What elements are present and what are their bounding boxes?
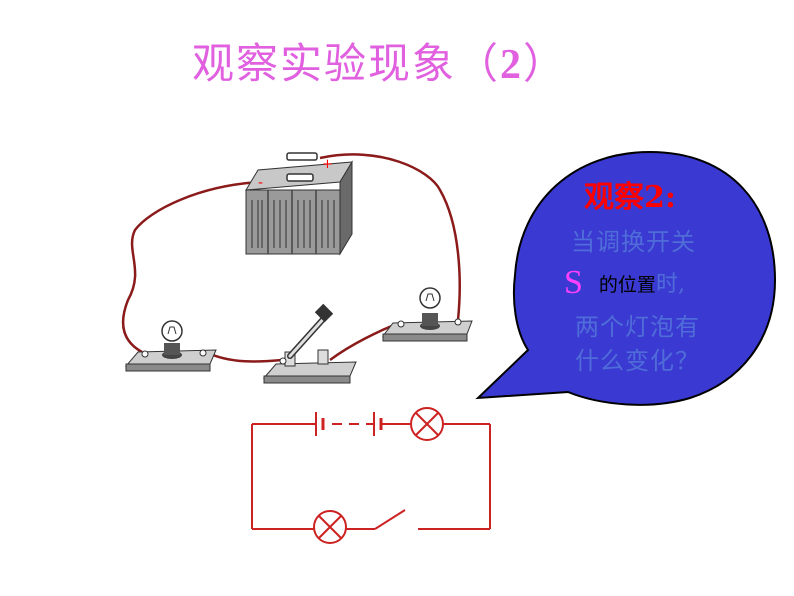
title-text: 观察实验现象（ <box>192 39 501 88</box>
left-lamp <box>124 320 217 372</box>
battery-minus-label: - <box>258 175 263 191</box>
bubble-shape <box>475 150 777 406</box>
battery-plus-label: + <box>322 157 333 172</box>
speech-bubble <box>475 150 777 406</box>
bubble-line-3: 两个灯泡有 <box>575 313 700 341</box>
bubble-line-4: 什么变化？ <box>575 347 700 375</box>
title-number: 2 <box>500 42 524 88</box>
bulb-icon <box>161 320 183 342</box>
bubble-heading: 观察2: <box>584 180 676 215</box>
battery-pack: + - <box>245 152 353 256</box>
bubble-line-1: 当调换开关 <box>571 228 696 256</box>
slide-title: 观察实验现象（2） <box>192 30 567 91</box>
wire-battery-right-lamp <box>319 153 461 321</box>
switch-symbol-label: S <box>564 264 583 301</box>
knife-switch <box>262 303 357 384</box>
bulb-icon <box>419 287 441 309</box>
wire-battery-left-lamp <box>121 180 263 354</box>
title-close: ） <box>523 39 568 88</box>
lamp-symbol-bottom <box>313 510 347 544</box>
switch-symbol <box>374 509 406 530</box>
circuit-schematic <box>251 407 491 544</box>
bubble-line-2-end: 时, <box>655 272 685 297</box>
right-lamp <box>381 287 473 342</box>
bubble-position-text: 的位置 <box>598 274 656 296</box>
wire-left-lamp-switch <box>205 350 283 363</box>
bubble-line-2: S 的位置时, <box>564 262 685 301</box>
